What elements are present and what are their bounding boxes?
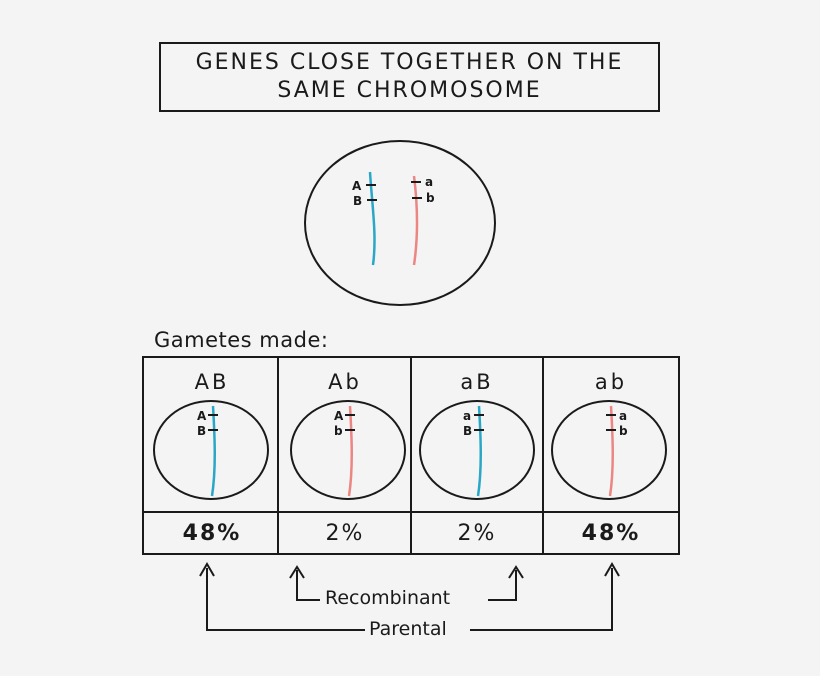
title-line-2: same chromosome [277, 78, 542, 103]
gene-label-B: B [463, 424, 472, 438]
title-line-1: Genes close together on the [195, 50, 624, 75]
gamete-percent-3: 2% [457, 521, 497, 546]
parental-label: Parental [366, 619, 450, 639]
chromosome [347, 405, 353, 497]
gamete-cell-3: aB [419, 400, 535, 500]
chromosome [210, 405, 216, 497]
parent-gene-B: B [353, 194, 362, 208]
cell-membrane [153, 400, 269, 500]
chromosome [608, 405, 614, 497]
arrows [199, 562, 620, 631]
gene-label-a: a [619, 409, 627, 423]
gamete-label-3: aB [460, 370, 494, 394]
parental-arrowhead-right [604, 562, 620, 577]
gamete-percent-4: 48% [581, 521, 641, 546]
parental-bracket-left [206, 568, 365, 631]
gene-label-a: a [463, 409, 471, 423]
gamete-label-4: ab [594, 370, 628, 394]
parent-chromosome-blue [368, 171, 376, 266]
gamete-cell-4: ab [551, 400, 667, 500]
gene-label-A: A [334, 409, 344, 423]
recombinant-arrowhead-left [289, 565, 305, 579]
cell-membrane [551, 400, 667, 500]
recombinant-bracket-left [296, 570, 320, 601]
gamete-percent-2: 2% [325, 521, 365, 546]
gene-label-B: B [197, 424, 206, 438]
title-box: Genes close together on the same chromos… [159, 42, 660, 112]
parental-arrowhead-left [199, 562, 215, 577]
cell-membrane [290, 400, 406, 500]
parent-cell-membrane [304, 140, 496, 306]
gene-label-b: b [619, 424, 628, 438]
gametes-made-label: Gametes made: [154, 328, 329, 352]
cell-membrane [419, 400, 535, 500]
gamete-cell-1: AB [153, 400, 269, 500]
parent-gene-a: a [425, 175, 433, 189]
recombinant-label: Recombinant [322, 588, 454, 608]
chromosome [476, 405, 482, 497]
parent-gene-b: b [426, 191, 435, 205]
parent-gene-A: A [352, 179, 362, 193]
recombinant-arrowhead-right [508, 565, 524, 579]
gamete-percent-1: 48% [182, 521, 242, 546]
gene-label-A: A [197, 409, 207, 423]
parental-bracket-right [470, 568, 613, 631]
gene-label-b: b [334, 424, 343, 438]
gametes-table [142, 356, 680, 555]
gamete-cell-2: Ab [290, 400, 406, 500]
recombinant-bracket-right [488, 570, 517, 601]
parent-chromosome-pink [412, 175, 419, 266]
parent-cell: A B a b [304, 140, 496, 306]
gamete-label-1: AB [194, 370, 230, 394]
gamete-label-2: Ab [328, 370, 362, 394]
